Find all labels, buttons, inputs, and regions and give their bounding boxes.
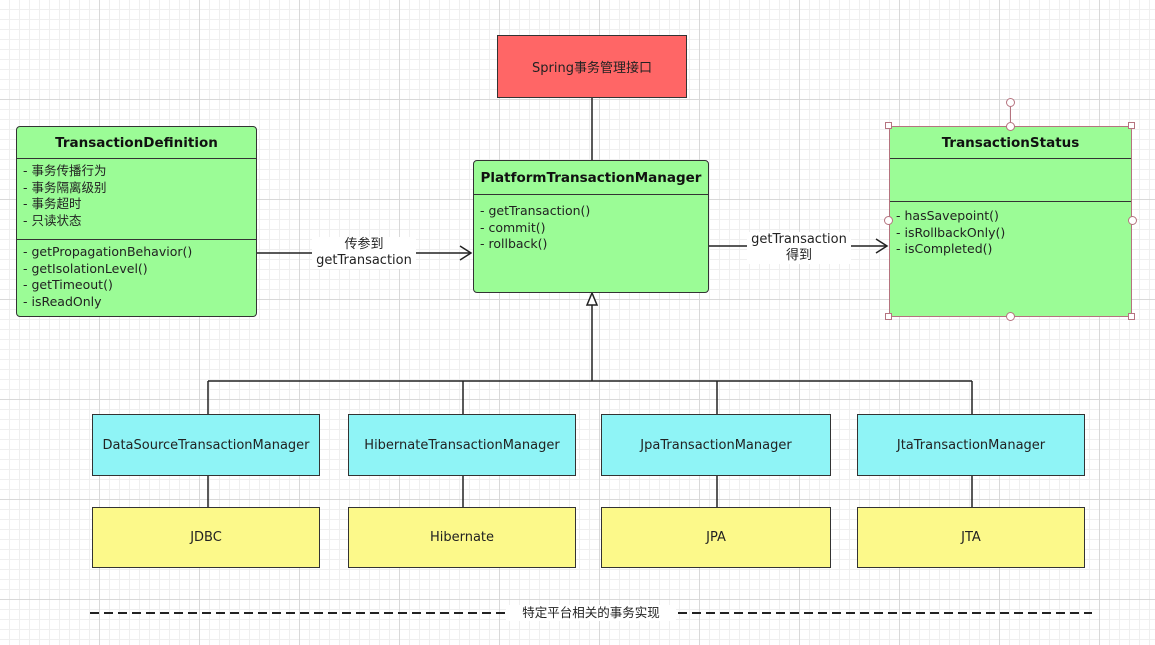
methods-section: hasSavepoint() isRollbackOnly() isComple… [890, 201, 1131, 262]
edge-label-line: 得到 [785, 248, 812, 263]
edge-label-line: getTransaction [316, 253, 412, 268]
resize-handle-bottom-right[interactable] [1128, 313, 1135, 320]
impl-jpa-transaction-manager[interactable]: JpaTransactionManager [601, 414, 831, 476]
platform-label: JDBC [190, 530, 222, 545]
resize-handle-right[interactable] [1128, 216, 1137, 225]
edge-label-def-manager: 传参到 getTransaction [312, 237, 416, 269]
resize-handle-bottom-left[interactable] [885, 313, 892, 320]
resize-handle-top[interactable] [1006, 122, 1015, 131]
platform-label: JTA [961, 530, 981, 545]
method: getPropagationBehavior() [23, 244, 250, 261]
method: isReadOnly [23, 294, 250, 311]
method: getTransaction() [480, 203, 702, 220]
impl-jta-transaction-manager[interactable]: JtaTransactionManager [857, 414, 1085, 476]
class-title: TransactionStatus [890, 127, 1131, 159]
platform-jdbc[interactable]: JDBC [92, 507, 320, 568]
impl-hibernate-transaction-manager[interactable]: HibernateTransactionManager [348, 414, 576, 476]
resize-handle-left[interactable] [884, 216, 893, 225]
platform-jpa[interactable]: JPA [601, 507, 831, 568]
interface-box[interactable]: Spring事务管理接口 [497, 35, 687, 98]
edge-manager-status-arrowhead [875, 238, 889, 254]
inheritance-triangle [585, 291, 599, 306]
impl-label: DataSourceTransactionManager [102, 437, 310, 453]
edge-def-manager-arrowhead [459, 245, 473, 261]
attributes-section: 事务传播行为 事务隔离级别 事务超时 只读状态 [17, 159, 256, 239]
attribute: 只读状态 [23, 213, 250, 230]
platform-hibernate[interactable]: Hibernate [348, 507, 576, 568]
edge-label-line: getTransaction [751, 232, 847, 247]
edge-label-line: 传参到 [344, 237, 384, 252]
impl-label: HibernateTransactionManager [364, 437, 560, 453]
class-platform-transaction-manager[interactable]: PlatformTransactionManager getTransactio… [473, 160, 709, 293]
method: getIsolationLevel() [23, 261, 250, 278]
method: getTimeout() [23, 277, 250, 294]
resize-handle-top-right[interactable] [1128, 122, 1135, 129]
attributes-section-empty [890, 159, 1131, 201]
platform-jta[interactable]: JTA [857, 507, 1085, 568]
impl-datasource-transaction-manager[interactable]: DataSourceTransactionManager [92, 414, 320, 476]
attribute: 事务超时 [23, 196, 250, 213]
resize-handle-top-left[interactable] [885, 122, 892, 129]
class-title: TransactionDefinition [17, 127, 256, 159]
method: isRollbackOnly() [896, 225, 1125, 242]
methods-section: getPropagationBehavior() getIsolationLev… [17, 239, 256, 314]
footer-label: 特定平台相关的事务实现 [506, 605, 676, 621]
attribute: 事务传播行为 [23, 163, 250, 180]
platform-label: JPA [706, 530, 726, 545]
method: hasSavepoint() [896, 208, 1125, 225]
platform-label: Hibernate [429, 530, 495, 545]
method: commit() [480, 220, 702, 237]
class-transaction-definition[interactable]: TransactionDefinition 事务传播行为 事务隔离级别 事务超时… [16, 126, 257, 317]
edge-label-manager-status: getTransaction 得到 [747, 232, 851, 264]
impl-label: JtaTransactionManager [896, 437, 1046, 453]
impl-label: JpaTransactionManager [640, 437, 792, 453]
interface-label: Spring事务管理接口 [532, 61, 652, 76]
attribute: 事务隔离级别 [23, 180, 250, 197]
class-title: PlatformTransactionManager [474, 161, 708, 195]
methods-section: getTransaction() commit() rollback() [474, 195, 708, 257]
class-transaction-status[interactable]: TransactionStatus hasSavepoint() isRollb… [889, 126, 1132, 317]
rotate-handle[interactable] [1006, 98, 1015, 107]
resize-handle-bottom[interactable] [1006, 312, 1015, 321]
method: isCompleted() [896, 241, 1125, 258]
method: rollback() [480, 236, 702, 253]
